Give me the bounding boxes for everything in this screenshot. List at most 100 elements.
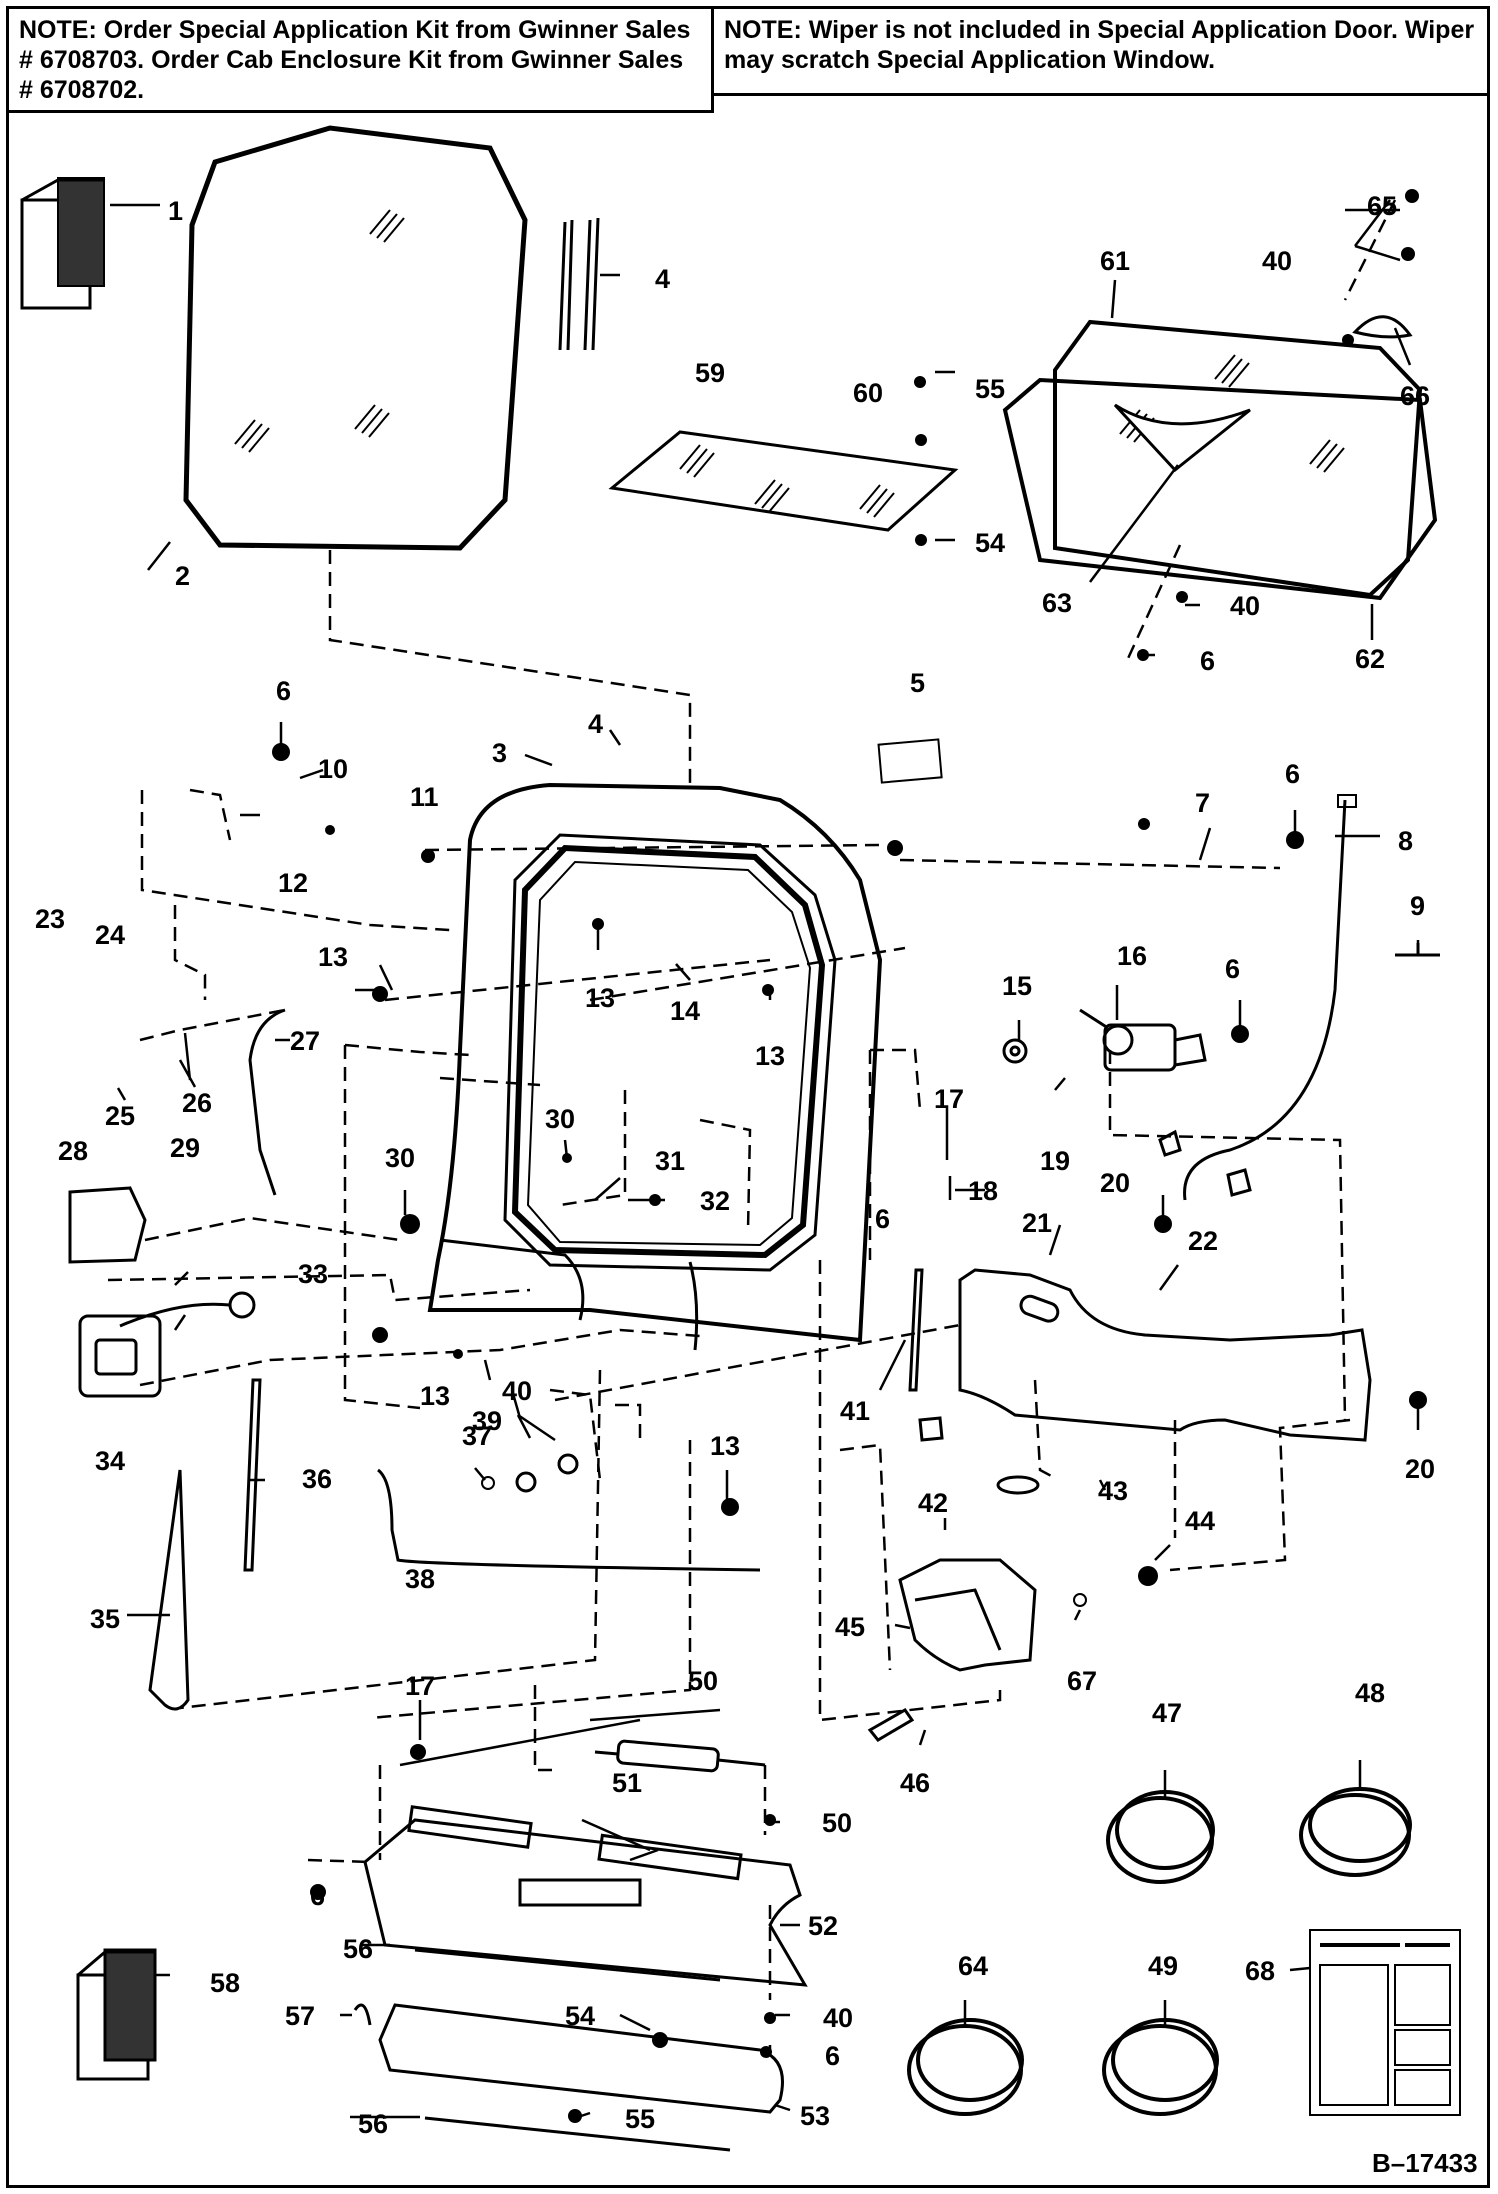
callout-38: 38 [405, 1564, 435, 1594]
callout-39: 39 [472, 1406, 502, 1436]
callout-23: 23 [35, 904, 65, 934]
callout-2: 2 [175, 561, 190, 591]
callout-20b: 20 [1405, 1454, 1435, 1484]
callout-59: 59 [695, 358, 725, 388]
callout-32: 32 [700, 1186, 730, 1216]
callout-30: 30 [545, 1104, 575, 1134]
gas-spring-icon [76, 1008, 1040, 2152]
callout-11: 11 [410, 782, 439, 812]
callout-41: 41 [840, 1396, 870, 1426]
callout-6e: 6 [1200, 646, 1215, 676]
callout-40: 40 [1262, 246, 1292, 276]
callout-37: 37 [462, 1421, 492, 1451]
callout-6: 6 [276, 676, 291, 706]
callout-30b: 30 [385, 1143, 415, 1173]
callout-4b: 4 [588, 709, 603, 739]
hose-coil-icon [907, 1787, 1412, 2116]
callout-13b: 13 [585, 983, 615, 1013]
callout-50b: 50 [822, 1808, 852, 1838]
callout-40b: 40 [1230, 591, 1260, 621]
callout-6d: 6 [875, 1204, 890, 1234]
note-right-label: NOTE: [724, 16, 802, 44]
callout-54: 54 [975, 528, 1005, 558]
callout-16: 16 [1117, 941, 1147, 971]
callout-46: 46 [900, 1768, 930, 1798]
callout-52: 52 [808, 1911, 838, 1941]
callout-13: 13 [318, 942, 348, 972]
callout-68: 68 [1245, 1956, 1275, 1986]
callout-40d: 40 [823, 2003, 853, 2033]
callout-12: 12 [278, 868, 308, 898]
callout-60: 60 [853, 378, 883, 408]
note-right: NOTE: Wiper is not included in Special A… [711, 6, 1490, 96]
callout-51: 51 [612, 1768, 642, 1798]
callout-66: 66 [1400, 381, 1430, 411]
callout-18: 18 [968, 1176, 998, 1206]
callout-53: 53 [800, 2101, 830, 2131]
callout-24: 24 [95, 920, 125, 950]
callout-27: 27 [290, 1026, 320, 1056]
callout-29: 29 [170, 1133, 200, 1163]
callout-21: 21 [1022, 1208, 1052, 1238]
callout-5: 5 [910, 668, 925, 698]
wiper-motor-icon [68, 1008, 1372, 1672]
door-frame-icon [427, 782, 883, 1351]
callout-6f: 6 [310, 1881, 325, 1911]
decal-sheet-icon [1309, 1929, 1461, 2116]
callout-63: 63 [1042, 588, 1072, 618]
callout-33: 33 [298, 1259, 328, 1289]
callout-20: 20 [1100, 1168, 1130, 1198]
note-left: NOTE: Order Special Application Kit from… [6, 6, 714, 113]
callout-64: 64 [958, 1951, 988, 1981]
callout-9: 9 [1410, 891, 1425, 921]
callout-19: 19 [1040, 1146, 1070, 1176]
leader-lines [110, 199, 1420, 2119]
callout-10: 10 [318, 754, 348, 784]
callout-43: 43 [1098, 1476, 1128, 1506]
callout-54b: 54 [565, 2001, 595, 2031]
callout-56: 56 [343, 1934, 373, 1964]
callout-7: 7 [1195, 788, 1210, 818]
callout-labels: 1 2 3 4 4 5 6 6 6 6 6 6 6 7 8 9 10 11 12… [35, 191, 1478, 2178]
callout-35: 35 [90, 1604, 120, 1634]
glass-panel-icon [20, 125, 1440, 1201]
callout-49: 49 [1148, 1951, 1178, 1981]
callout-3: 3 [492, 738, 507, 768]
callout-17: 17 [934, 1084, 964, 1114]
callout-15: 15 [1002, 971, 1032, 1001]
fastener-dots [272, 189, 1427, 2123]
callout-4: 4 [655, 264, 670, 294]
callout-17b: 17 [405, 1671, 435, 1701]
note-left-text: Order Special Application Kit from Gwinn… [19, 16, 691, 104]
callout-31: 31 [655, 1146, 685, 1176]
callout-34: 34 [95, 1446, 125, 1476]
callout-57: 57 [285, 2001, 315, 2031]
dashed-assembly-lines [107, 199, 1397, 2000]
callout-6b: 6 [1285, 759, 1300, 789]
callout-55: 55 [975, 374, 1005, 404]
callout-14: 14 [670, 996, 700, 1026]
note-left-label: NOTE: [19, 16, 97, 44]
note-right-text: Wiper is not included in Special Applica… [724, 16, 1475, 74]
callout-40c: 40 [502, 1376, 532, 1406]
callout-42: 42 [918, 1488, 948, 1518]
callout-45: 45 [835, 1612, 865, 1642]
callout-26: 26 [182, 1088, 212, 1118]
callout-62: 62 [1355, 644, 1385, 674]
callout-56b: 56 [358, 2109, 388, 2139]
callout-8: 8 [1398, 826, 1413, 856]
callout-50: 50 [688, 1666, 718, 1696]
callout-13e: 13 [710, 1431, 740, 1461]
callout-55b: 55 [625, 2104, 655, 2134]
callout-58: 58 [210, 1968, 240, 1998]
callout-25: 25 [105, 1101, 135, 1131]
callout-48: 48 [1355, 1678, 1385, 1708]
callout-13d: 13 [420, 1381, 450, 1411]
callout-65: 65 [1367, 191, 1397, 221]
callout-36: 36 [302, 1464, 332, 1494]
callout-61: 61 [1100, 246, 1130, 276]
callout-13c: 13 [755, 1041, 785, 1071]
callout-1: 1 [168, 196, 183, 226]
callout-44: 44 [1185, 1506, 1215, 1536]
